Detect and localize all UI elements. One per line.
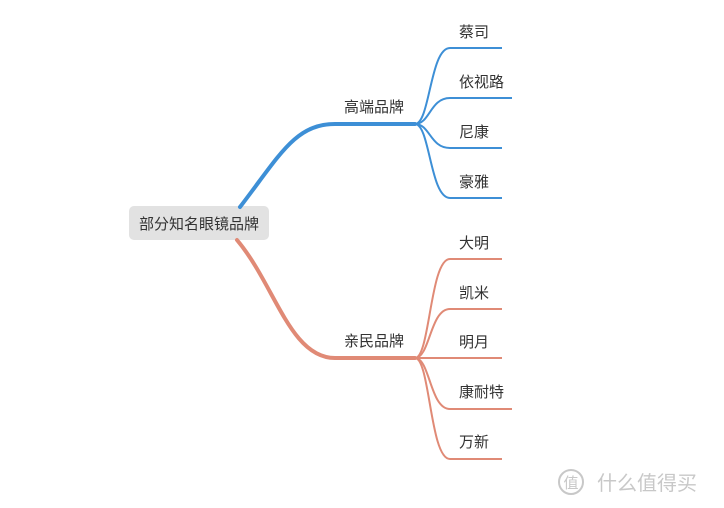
leaf-connector: [414, 308, 502, 359]
leaf-node[interactable]: 蔡司: [459, 23, 489, 41]
branch-affordable: 亲民品牌 大明 凯米 明月 康耐特 万新: [235, 234, 512, 460]
zhi-logo-icon: 值: [558, 469, 584, 495]
branch-affordable-connector: [235, 238, 417, 360]
branch-label-high-end[interactable]: 高端品牌: [344, 98, 404, 116]
leaf-node[interactable]: 万新: [459, 433, 489, 451]
children-affordable: 大明 凯米 明月 康耐特 万新: [414, 234, 512, 460]
root-label: 部分知名眼镜品牌: [139, 215, 259, 233]
leaf-node[interactable]: 康耐特: [459, 383, 504, 401]
leaf-connector: [414, 357, 502, 460]
leaf-node[interactable]: 明月: [459, 333, 489, 351]
leaf-node[interactable]: 大明: [459, 234, 489, 252]
root-node-bg: [129, 206, 269, 240]
svg-text:值: 值: [563, 474, 578, 492]
leaf-node[interactable]: 依视路: [459, 73, 504, 91]
watermark: 值 什么值得买: [558, 469, 697, 495]
watermark-text: 什么值得买: [597, 471, 697, 495]
leaf-connector: [414, 47, 502, 125]
leaf-connector: [414, 258, 502, 359]
leaf-node[interactable]: 豪雅: [459, 173, 489, 191]
root-node[interactable]: 部分知名眼镜品牌: [129, 206, 269, 240]
leaf-connector: [414, 123, 502, 199]
leaf-node[interactable]: 尼康: [459, 123, 489, 141]
branch-label-affordable[interactable]: 亲民品牌: [344, 332, 404, 350]
leaf-connector: [414, 97, 512, 125]
children-high-end: 蔡司 依视路 尼康 豪雅: [414, 23, 512, 199]
leaf-node[interactable]: 凯米: [459, 284, 489, 302]
branch-high-end-connector: [238, 122, 417, 209]
branch-high-end: 高端品牌 蔡司 依视路 尼康 豪雅: [238, 23, 512, 209]
